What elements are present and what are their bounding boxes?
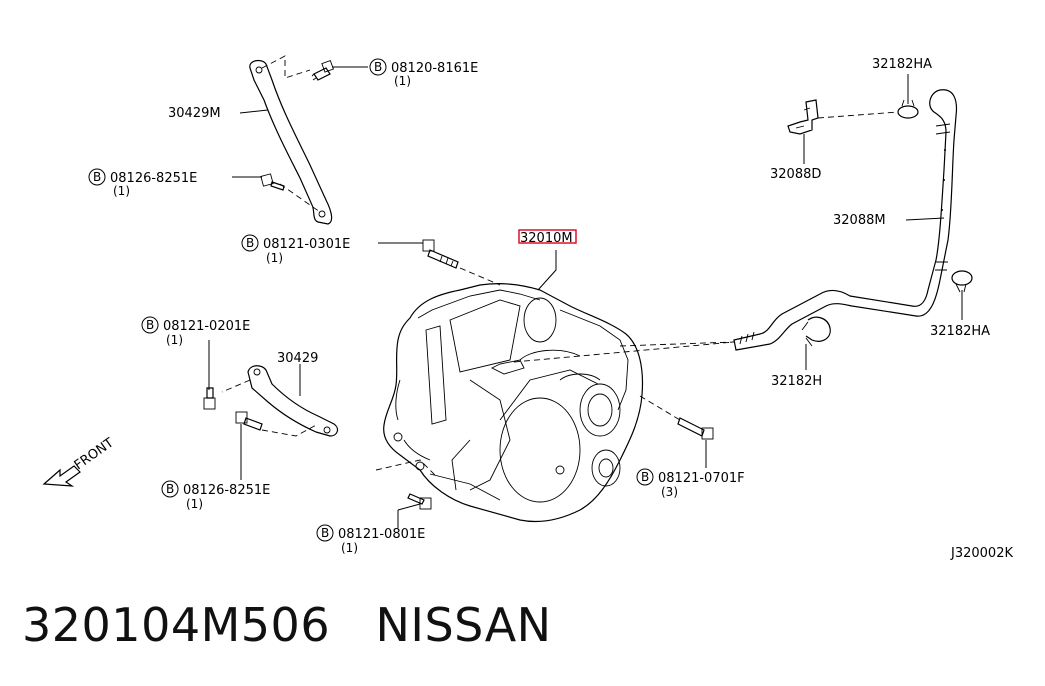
qty-08121-0201e: (1) [166, 333, 183, 347]
svg-text:B: B [321, 526, 329, 540]
bracket-30429m-drawing[interactable] [249, 55, 333, 225]
label-32182ha-right: 32182HA [930, 324, 990, 339]
label-08120-8161e: 08120-8161E [391, 61, 478, 76]
b-badge-icon [241, 234, 259, 252]
diagram-code: J320002K [950, 546, 1013, 561]
label-08121-0701f: 08121-0701F [658, 471, 745, 486]
svg-text:B: B [246, 236, 254, 250]
bolt-08126-8251e-bottom-icon[interactable] [235, 411, 263, 431]
label-32010m[interactable]: 32010M [520, 231, 573, 246]
b-badge-icon [369, 58, 387, 76]
qty-08121-0301e: (1) [266, 251, 283, 265]
bracket-32088d-icon[interactable] [787, 99, 819, 135]
label-32088m: 32088M [833, 213, 886, 228]
label-32182h: 32182H [771, 374, 822, 389]
b-badge-icon [88, 168, 106, 186]
label-30429m: 30429M [168, 106, 221, 121]
caption-brand: NISSAN [375, 598, 552, 652]
svg-text:B: B [374, 60, 382, 74]
b-badge-icon [161, 480, 179, 498]
svg-text:B: B [641, 470, 649, 484]
bolt-08120-8161e-icon[interactable] [311, 59, 334, 81]
label-08126-8251e-top: 08126-8251E [110, 171, 197, 186]
clamp-32182h-icon[interactable] [801, 316, 831, 347]
qty-08126-8251e-top: (1) [113, 184, 130, 198]
bracket-30429-drawing[interactable] [221, 365, 339, 437]
caption-part-number: 320104M506 [22, 598, 331, 652]
svg-text:B: B [166, 482, 174, 496]
clamp-32182ha-right-icon[interactable] [951, 270, 973, 293]
b-badge-icon [141, 316, 159, 334]
caption: 320104M506 NISSAN [22, 598, 552, 652]
breather-hose-32088m-drawing[interactable] [733, 89, 958, 351]
svg-text:B: B [93, 170, 101, 184]
front-arrow-icon [42, 465, 81, 487]
qty-08126-8251e-bottom: (1) [186, 497, 203, 511]
bolt-08121-0801e-icon[interactable] [407, 493, 432, 510]
label-32182ha-top: 32182HA [872, 57, 932, 72]
bolt-08121-0201e-icon[interactable] [203, 387, 216, 410]
bolt-08126-8251e-top-icon[interactable] [260, 173, 285, 191]
qty-08121-0801e: (1) [341, 541, 358, 555]
label-08126-8251e-bottom: 08126-8251E [183, 483, 270, 498]
label-08121-0801e: 08121-0801E [338, 527, 425, 542]
b-badge-icon [316, 524, 334, 542]
leader-30429m [239, 109, 269, 114]
b-badge-icon [636, 468, 654, 486]
label-30429: 30429 [277, 351, 318, 366]
highlight-box-32010m [518, 229, 577, 244]
label-32088d: 32088D [770, 167, 821, 182]
svg-text:B: B [146, 318, 154, 332]
transaxle-assembly-drawing[interactable] [383, 283, 644, 523]
bolt-08121-0701f-icon[interactable] [677, 417, 714, 440]
qty-08121-0701f: (3) [661, 485, 678, 499]
bolt-08121-0301e-icon[interactable] [422, 239, 459, 269]
label-08121-0301e: 08121-0301E [263, 237, 350, 252]
label-08121-0201e: 08121-0201E [163, 319, 250, 334]
parts-diagram: 30429M B 08120-8161E (1) B 08126-8251E (… [42, 55, 1013, 561]
qty-08120-8161e: (1) [394, 74, 411, 88]
front-label: FRONT [72, 435, 117, 473]
